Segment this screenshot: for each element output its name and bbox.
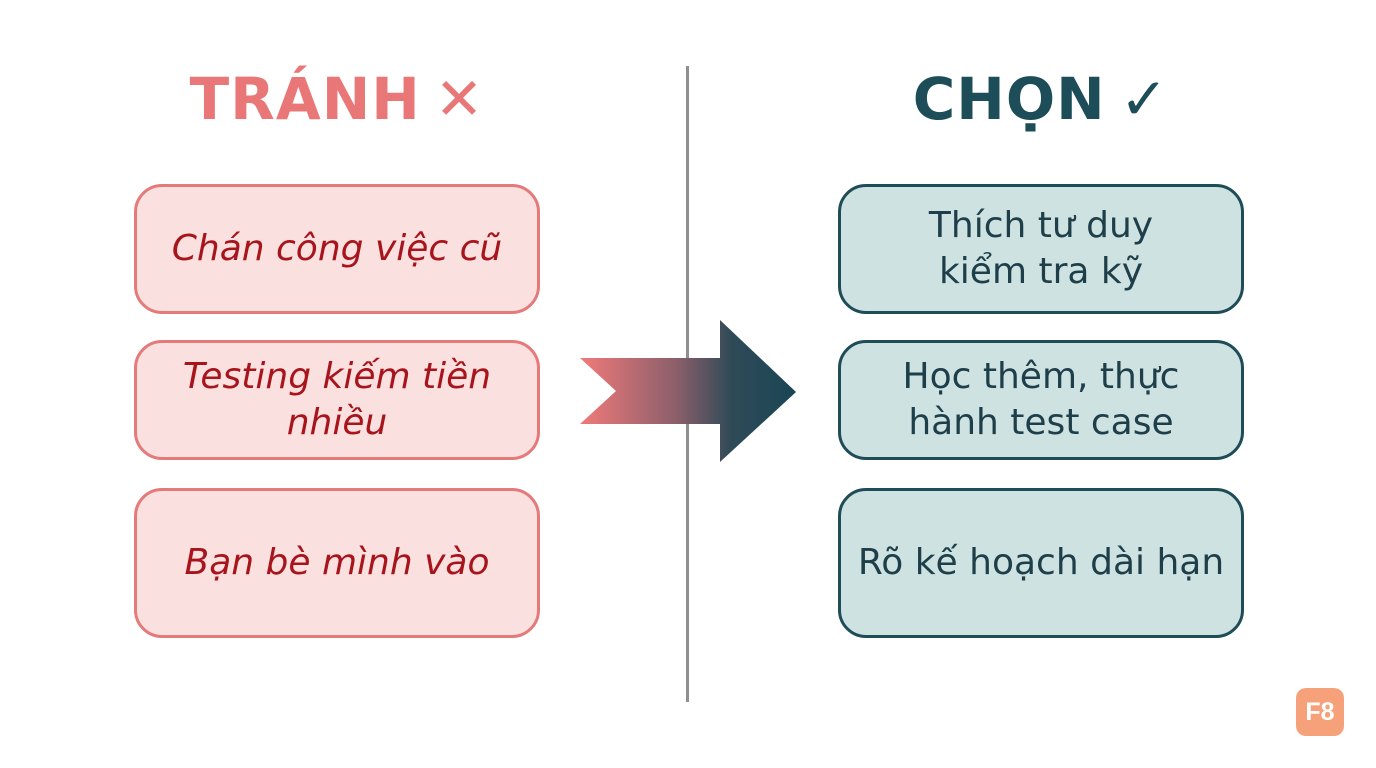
f8-logo: F8 bbox=[1296, 688, 1344, 736]
choose-item: Học thêm, thực hành test case bbox=[838, 340, 1244, 460]
avoid-item-text: Testing kiếm tiền nhiều bbox=[182, 356, 492, 443]
transition-arrow-icon bbox=[580, 320, 796, 462]
cross-icon: ✕ bbox=[434, 65, 485, 133]
avoid-item: Chán công việc cũ bbox=[134, 184, 540, 314]
avoid-item: Bạn bè mình vào bbox=[134, 488, 540, 638]
choose-item: Rõ kế hoạch dài hạn bbox=[838, 488, 1244, 638]
choose-item-text: Rõ kế hoạch dài hạn bbox=[857, 542, 1225, 583]
choose-heading: CHỌN ✓ bbox=[838, 62, 1244, 136]
logo-text: F8 bbox=[1305, 697, 1335, 726]
choose-item: Thích tư duy kiểm tra kỹ bbox=[838, 184, 1244, 314]
avoid-item-text: Chán công việc cũ bbox=[171, 228, 503, 269]
avoid-item-text: Bạn bè mình vào bbox=[184, 542, 490, 583]
choose-heading-text: CHỌN bbox=[912, 65, 1106, 133]
arrow-shape bbox=[580, 320, 796, 462]
choose-item-text: Học thêm, thực hành test case bbox=[902, 356, 1180, 443]
choose-item-text: Thích tư duy kiểm tra kỹ bbox=[928, 205, 1154, 292]
avoid-item: Testing kiếm tiền nhiều bbox=[134, 340, 540, 460]
avoid-heading: TRÁNH ✕ bbox=[134, 62, 540, 136]
check-icon: ✓ bbox=[1119, 65, 1170, 133]
avoid-heading-text: TRÁNH bbox=[189, 65, 421, 133]
